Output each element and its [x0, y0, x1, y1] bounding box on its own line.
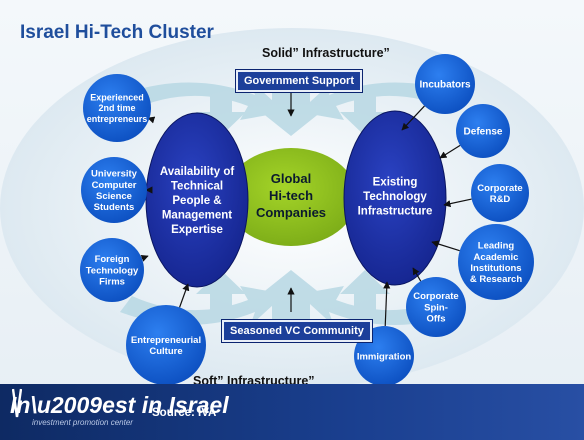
source-note: Source: IVA	[152, 407, 217, 419]
left-node-1-line-1: Experienced	[90, 93, 144, 103]
left-ellipse-line-3: People &	[172, 195, 221, 207]
right-ellipse-line-2: Technology	[363, 191, 427, 203]
left-node-1-line-2: 2nd time	[98, 103, 135, 113]
right-node-5-line-3: Offs	[427, 313, 446, 324]
right-connector-4	[431, 240, 460, 252]
left-node-2-line-2: Computer	[92, 180, 137, 191]
right-node-6-line-1: Immigration	[357, 351, 412, 362]
center-ellipse	[225, 148, 357, 246]
center-line-1: Global	[271, 171, 311, 186]
left-node-circle-2	[81, 157, 147, 223]
right-node-4-line-2: Academic	[474, 252, 519, 263]
footer-bar: In\u2009est in Israel investment promoti…	[0, 384, 584, 440]
left-connector-3	[140, 254, 149, 262]
right-node-3-line-2: R&D	[490, 194, 511, 205]
logo-subtitle: investment promotion center	[32, 418, 133, 427]
right-node-4-line-3: Institutions	[470, 263, 521, 274]
right-node-5-line-1: Corporate	[413, 291, 458, 302]
right-node-circle-1	[415, 54, 475, 114]
left-node-3-line-1: Foreign	[95, 254, 130, 265]
left-node-2-line-3: Science	[96, 191, 132, 202]
left-node-3-line-3: Firms	[99, 276, 125, 287]
right-ellipse-line-3: Infrastructure	[358, 206, 433, 218]
left-node-1-line-3: entrepreneurs	[87, 114, 148, 124]
right-node-3-line-1: Corporate	[477, 183, 522, 194]
right-node-2: Defense	[456, 104, 510, 158]
left-node-3-line-2: Technology	[86, 265, 139, 276]
right-node-circle-3	[471, 164, 529, 222]
right-node-4-line-1: Leading	[478, 241, 515, 252]
center-line-2: Hi-tech	[269, 188, 313, 203]
right-node-4-line-4: & Research	[470, 274, 522, 285]
page-title: Israel Hi-Tech Cluster	[20, 22, 214, 43]
center-line-3: Companies	[256, 205, 326, 220]
left-node-4-line-2: Culture	[149, 346, 182, 357]
left-node-circle-1	[83, 74, 151, 142]
left-ellipse-line-4: Management	[162, 210, 232, 222]
logo-mark	[12, 388, 22, 418]
right-node-2-line-1: Defense	[464, 127, 503, 138]
right-ellipse-line-1: Existing	[373, 177, 418, 189]
right-connector-1	[401, 105, 425, 131]
logo-text: In\u2009est in Israel	[10, 392, 229, 418]
left-connector-4	[179, 283, 190, 308]
right-connector-5	[412, 267, 422, 282]
right-node-1-line-1: Incubators	[419, 80, 471, 91]
left-ellipse	[145, 112, 249, 288]
left-node-2-line-4: Students	[94, 202, 135, 213]
left-ellipse-line-5: Expertise	[171, 224, 223, 236]
government-support-box: Government Support	[234, 69, 364, 93]
right-node-circle-5	[406, 277, 466, 337]
connector-arrows	[140, 105, 472, 327]
left-node-4-line-1: Entrepreneurial	[131, 335, 201, 346]
right-node-5-line-2: Spin-	[424, 302, 448, 313]
right-connector-6	[383, 281, 391, 327]
left-ellipse-line-2: Technical	[171, 181, 223, 193]
right-ellipse	[343, 110, 447, 286]
right-node-circle-4	[458, 224, 534, 300]
left-node-2-line-1: University	[91, 169, 138, 180]
right-node-circle-2	[456, 104, 510, 158]
right-connector-3	[443, 198, 472, 208]
left-node-circle-3	[80, 238, 144, 302]
solid-infrastructure-label: Solid” Infrastructure”	[262, 46, 390, 60]
left-node-circle-4	[126, 305, 206, 385]
vc-community-box: Seasoned VC Community	[221, 319, 373, 343]
right-node-1: Incubators	[415, 54, 475, 114]
right-connector-2	[439, 144, 461, 159]
left-ellipse-line-1: Availability of	[160, 166, 235, 178]
